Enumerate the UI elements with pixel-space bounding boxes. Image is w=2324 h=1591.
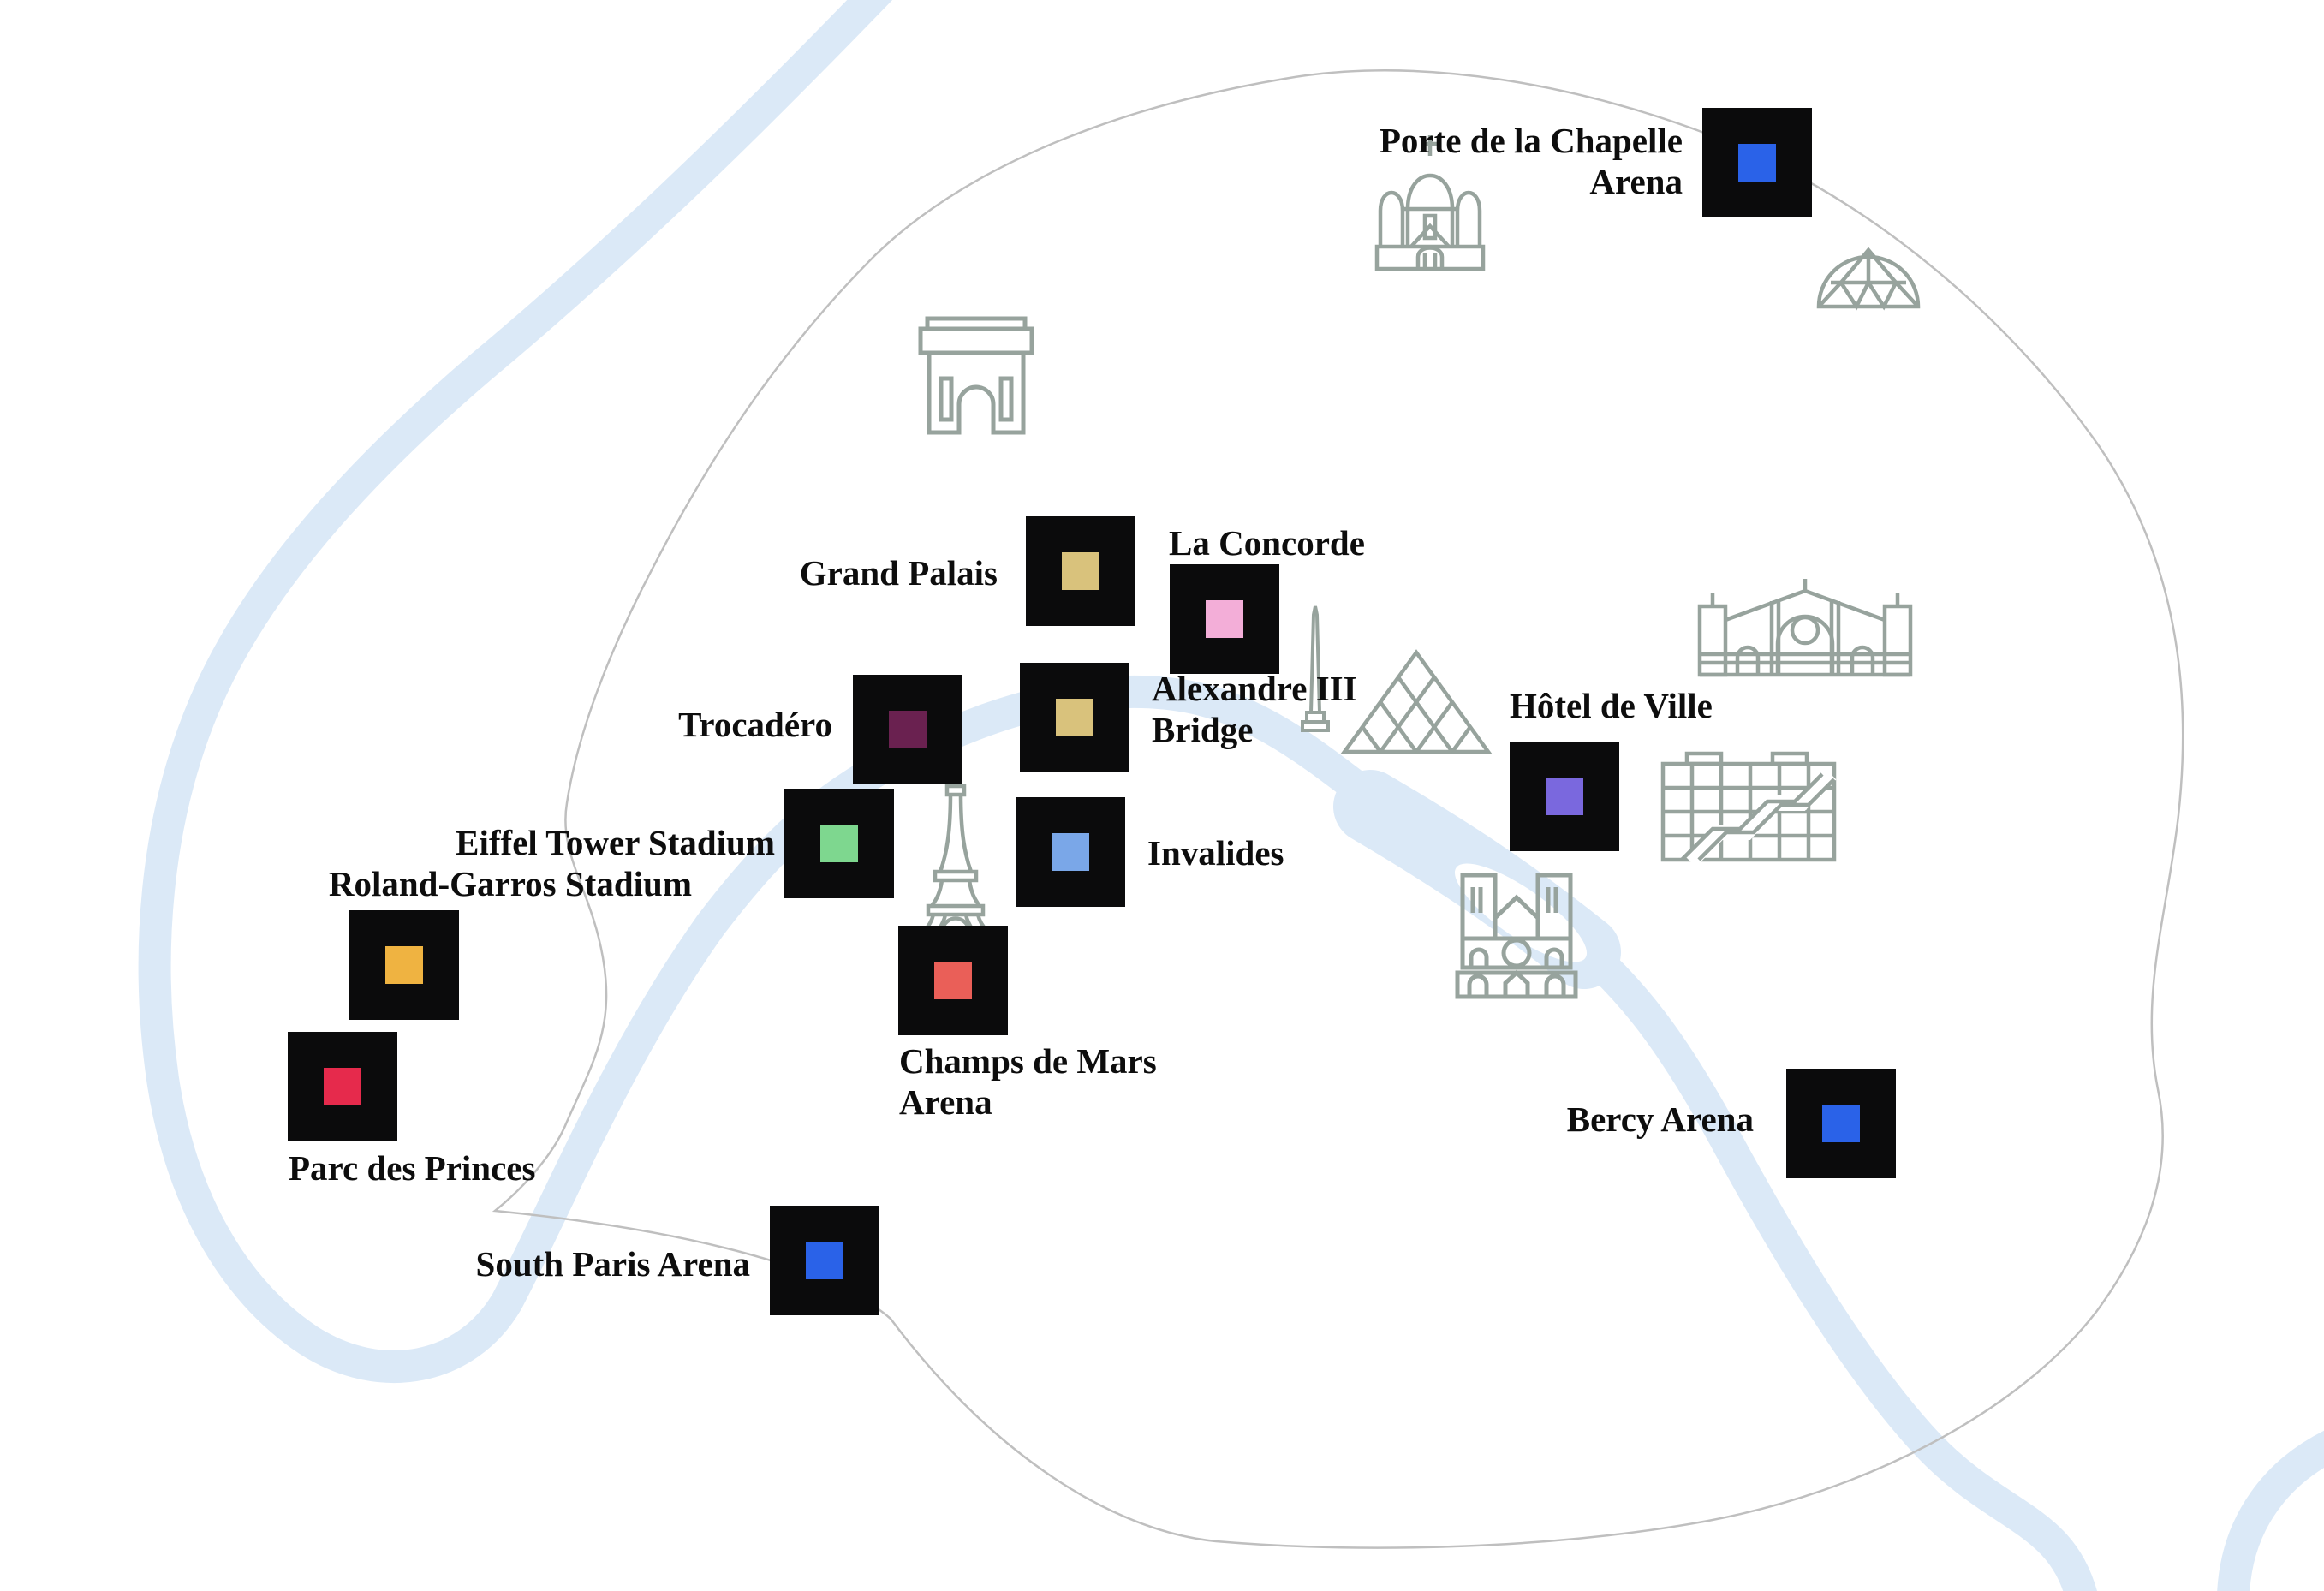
venue-label-la-concorde: La Concorde: [1169, 523, 1365, 563]
notre-dame-icon: [1455, 873, 1578, 999]
seine-river: [138, 0, 2097, 1591]
venue-marker-invalides[interactable]: [1016, 797, 1125, 907]
venue-marker-inner: [1206, 600, 1243, 638]
venue-label-porte-de-la-chapelle-arena: Porte de la Chapelle Arena: [1379, 121, 1683, 201]
venue-marker-champs-de-mars-arena[interactable]: [898, 926, 1008, 1035]
venue-marker-inner: [1546, 778, 1583, 815]
venue-marker-eiffel-tower-stadium[interactable]: [784, 789, 894, 898]
venue-marker-porte-de-la-chapelle-arena[interactable]: [1702, 108, 1812, 217]
venue-label-bercy-arena: Bercy Arena: [1566, 1099, 1754, 1139]
venue-marker-inner: [385, 946, 423, 984]
venue-label-h-tel-de-ville: Hôtel de Ville: [1510, 686, 1713, 725]
venue-label-trocad-ro: Trocadéro: [678, 705, 832, 744]
venue-label-grand-palais: Grand Palais: [799, 553, 998, 593]
venue-label-parc-des-princes: Parc des Princes: [289, 1148, 536, 1188]
louvre-pyramid-icon: [1340, 649, 1493, 754]
venue-marker-trocad-ro[interactable]: [853, 675, 962, 784]
venue-label-champs-de-mars-arena: Champs de Mars Arena: [899, 1041, 1157, 1122]
venue-marker-bercy-arena[interactable]: [1786, 1069, 1896, 1178]
venue-marker-inner: [889, 711, 927, 748]
arc-de-triomphe-icon: [918, 316, 1034, 435]
street-grid-icon: [1660, 751, 1837, 867]
venue-marker-la-concorde[interactable]: [1170, 564, 1279, 674]
venue-label-invalides: Invalides: [1147, 833, 1284, 873]
marne-river-corner: [2217, 1430, 2324, 1591]
venue-label-roland-garros-stadium: Roland-Garros Stadium: [328, 864, 692, 903]
venue-marker-inner: [934, 962, 972, 999]
venue-marker-roland-garros-stadium[interactable]: [349, 910, 459, 1020]
venue-label-alexandre-iii-bridge: Alexandre III Bridge: [1152, 669, 1357, 749]
venue-marker-grand-palais[interactable]: [1026, 516, 1135, 626]
venue-marker-inner: [324, 1068, 361, 1105]
venue-marker-alexandre-iii-bridge[interactable]: [1020, 663, 1129, 772]
geodesic-dome-icon: [1816, 247, 1921, 311]
venue-marker-inner: [1056, 699, 1093, 736]
station-facade-icon: [1697, 579, 1913, 677]
venue-label-eiffel-tower-stadium: Eiffel Tower Stadium: [456, 823, 775, 862]
venue-marker-inner: [1738, 144, 1776, 182]
venue-marker-inner: [1052, 833, 1089, 871]
eiffel-tower-icon: [923, 784, 988, 932]
venue-marker-south-paris-arena[interactable]: [770, 1206, 879, 1315]
city-boundary: [492, 69, 2184, 1549]
venue-marker-h-tel-de-ville[interactable]: [1510, 742, 1619, 851]
sacre-coeur-icon: [1374, 135, 1486, 271]
venue-marker-parc-des-princes[interactable]: [288, 1032, 397, 1141]
obelisk-icon: [1301, 605, 1330, 732]
venue-marker-inner: [806, 1242, 843, 1279]
venue-marker-inner: [820, 825, 858, 862]
venue-marker-inner: [1062, 552, 1099, 590]
venue-marker-inner: [1822, 1105, 1860, 1142]
venue-label-south-paris-arena: South Paris Arena: [475, 1244, 750, 1284]
